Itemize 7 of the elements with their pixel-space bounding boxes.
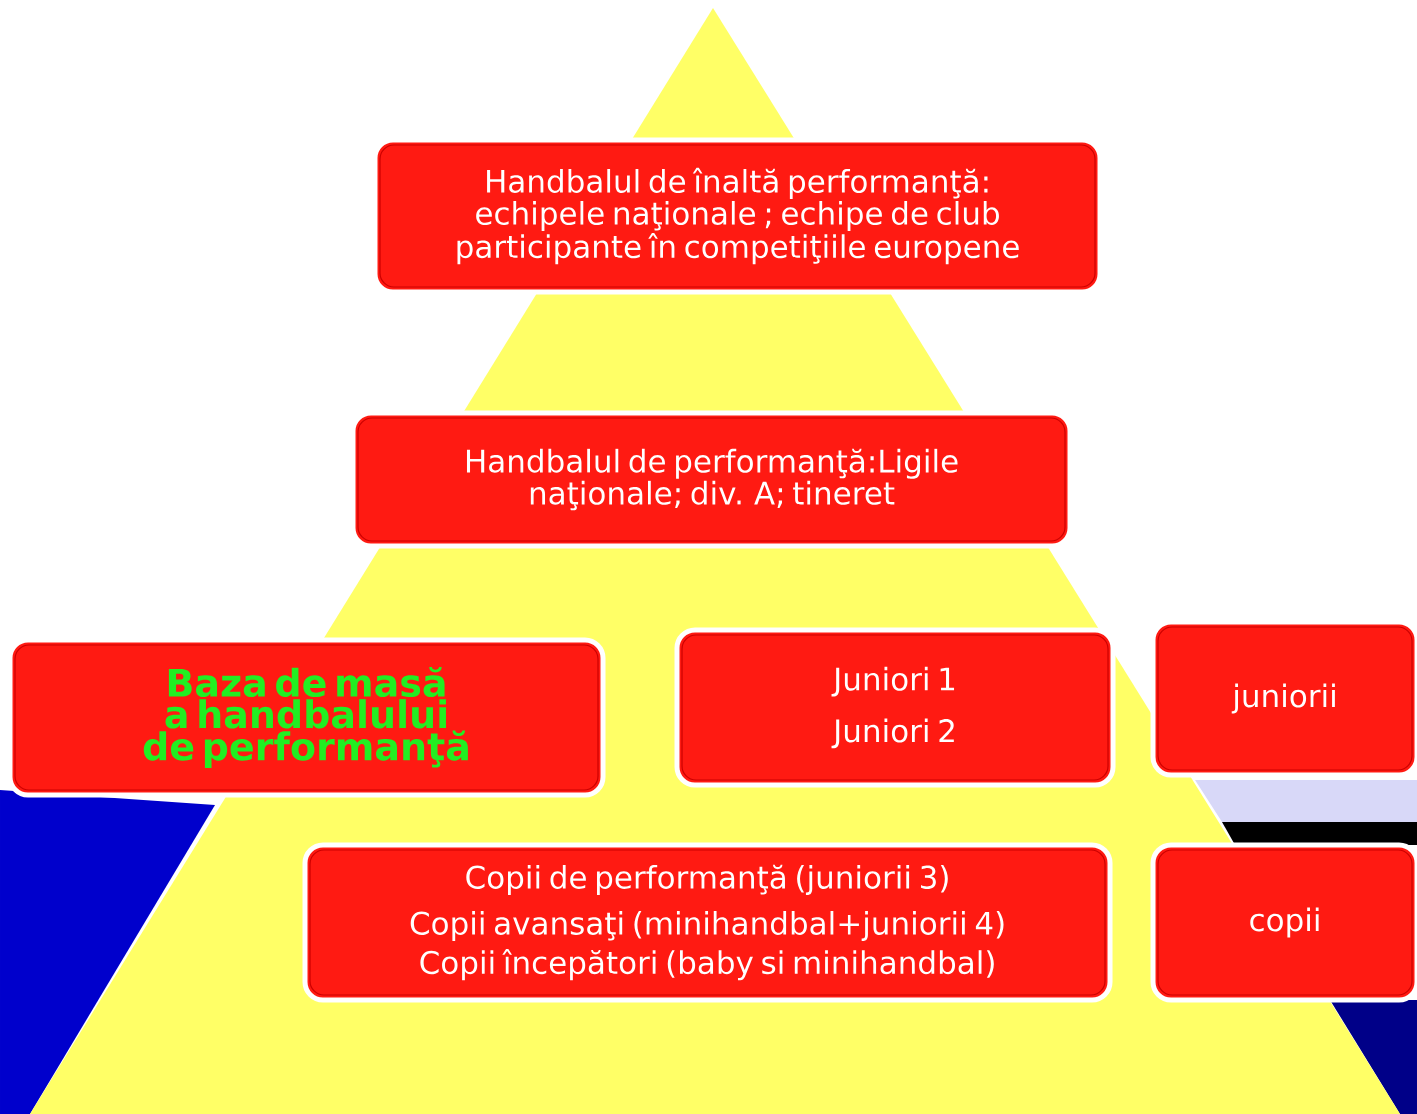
text-box: Copii de performanţă (juniorii 3) Copii avansaţi (minihandbal+juniorii 4) Copii începători (baby si minihandbal) <box>302 842 1113 1003</box>
text-box: juniorii <box>1150 619 1417 778</box>
text-box: Baza de masă a handbalului de performanţă <box>7 637 606 798</box>
text-box: copii <box>1150 842 1417 1003</box>
text-box: Juniori 1 Juniori 2 <box>674 627 1116 788</box>
text-box: Handbalul de performanţă:Ligile naţionale; div. A; tineret <box>350 410 1073 549</box>
text-box: Handbalul de înaltă performanţă: echipele naţionale ; echipe de club participante în competiţiile europene <box>372 137 1103 295</box>
